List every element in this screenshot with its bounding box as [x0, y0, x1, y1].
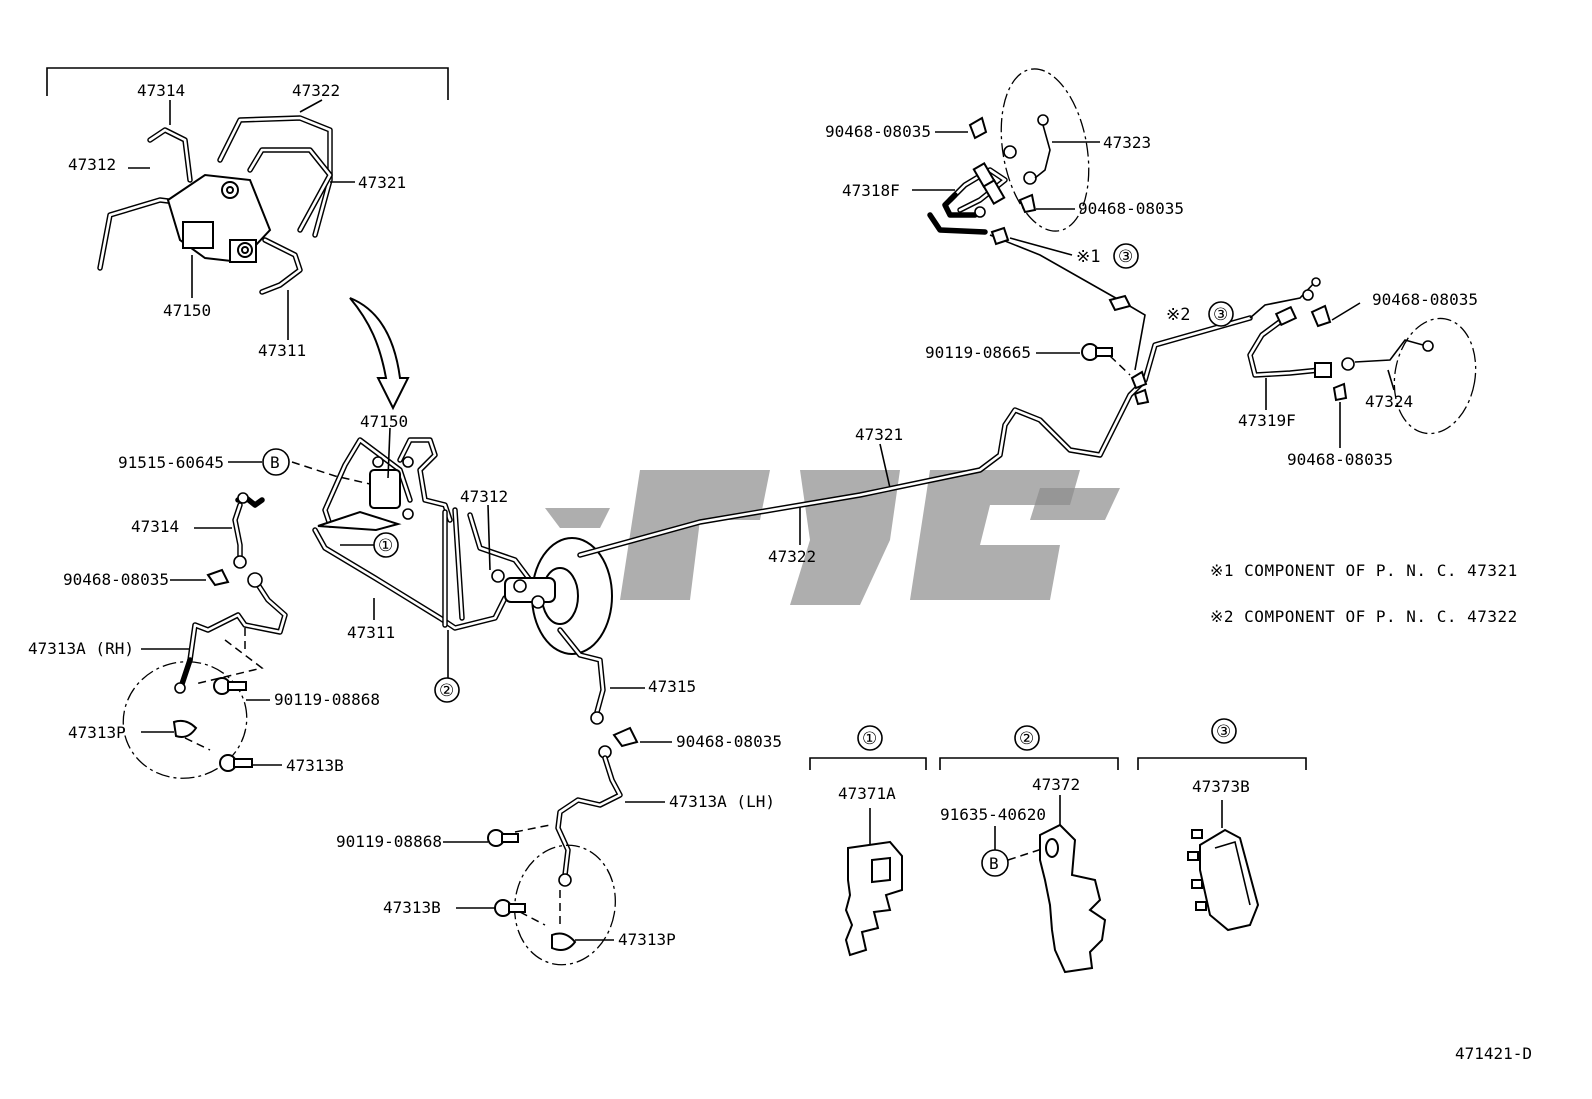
svg-text:②: ②: [439, 681, 454, 701]
label-90468-tr1: 90468-08035: [825, 122, 931, 141]
label-91635: 91635-40620: [940, 805, 1046, 824]
svg-text:①: ①: [862, 729, 877, 749]
label-47319f: 47319F: [1238, 411, 1296, 430]
label-47311-top: 47311: [258, 341, 306, 360]
label-47313a-lh: 47313A (LH): [669, 792, 775, 811]
label-91515: 91515-60645: [118, 453, 224, 472]
svg-text:③: ③: [1213, 305, 1228, 325]
label-90119-08665: 90119-08665: [925, 343, 1031, 362]
bracket-assembly-group: 47314 47322 47312 47321 47150 47311: [46, 67, 449, 360]
figure-id: 471421-D: [1455, 1044, 1532, 1063]
label-90468-r2: 90468-08035: [1287, 450, 1393, 469]
label-47150-mid: 47150: [360, 412, 408, 431]
label-47313b-lh: 47313B: [383, 898, 441, 917]
label-47322-top: 47322: [292, 81, 340, 100]
label-47373b: 47373B: [1192, 777, 1250, 796]
detail-clamp-2: ② 47372 91635-40620 B: [939, 725, 1119, 974]
label-47314-left: 47314: [131, 517, 179, 536]
watermark-logo: [545, 470, 1120, 605]
detail-clamp-3: ③ 47373B: [1137, 718, 1307, 932]
note-component-2: ※2 COMPONENT OF P. N. C. 47322: [1210, 607, 1518, 626]
svg-text:③: ③: [1216, 722, 1231, 742]
label-90468-lh: 90468-08035: [676, 732, 782, 751]
label-47324: 47324: [1365, 392, 1413, 411]
rear-hose-upper-group: 90468-08035 47323 47318F 90468-08035 ※1 …: [825, 68, 1184, 269]
label-47312-top: 47312: [68, 155, 116, 174]
label-90468-r1: 90468-08035: [1372, 290, 1478, 309]
label-47321-mid: 47321: [855, 425, 903, 444]
label-47312-mid: 47312: [460, 487, 508, 506]
star1-marker: ※1: [1076, 247, 1100, 267]
marker-circle-2: ②: [434, 677, 460, 703]
front-lh-hose-group: 90468-08035 47313A (LH) 90119-08868 4731…: [336, 726, 782, 966]
label-90468-tr2: 90468-08035: [1078, 199, 1184, 218]
rear-hose-right-group: ※2 ③ 90468-08035 47319F 47324 90468-0803…: [1166, 277, 1478, 469]
label-90468-left: 90468-08035: [63, 570, 169, 589]
front-rh-hose-group: 47314 90468-08035 47313A (RH) 90119-0886…: [28, 492, 380, 779]
svg-text:①: ①: [378, 536, 393, 556]
label-47321-top: 47321: [358, 173, 406, 192]
ref-b-marker-detail: B: [981, 849, 1009, 877]
note-component-1: ※1 COMPONENT OF P. N. C. 47321: [1210, 561, 1518, 580]
label-47318f: 47318F: [842, 181, 900, 200]
ref-b-marker: B: [262, 448, 290, 476]
label-47311-mid: 47311: [347, 623, 395, 642]
marker-circle-1: ①: [373, 532, 399, 558]
star2-marker: ※2: [1166, 305, 1190, 325]
detail-clamp-1: ① 47371A: [809, 725, 927, 957]
svg-text:B: B: [270, 453, 280, 472]
svg-text:B: B: [989, 854, 999, 873]
svg-text:③: ③: [1118, 247, 1133, 267]
label-90119-left: 90119-08868: [274, 690, 380, 709]
label-47313b-left: 47313B: [286, 756, 344, 775]
marker-circle-3-right: ③: [1208, 301, 1234, 327]
center-assembly-group: 47150 91515-60645 B 47312 ① 47311 ② 4732…: [118, 412, 903, 725]
label-47150-top: 47150: [163, 301, 211, 320]
main-tubes-group: 90119-08665: [577, 234, 1253, 558]
label-47315: 47315: [648, 677, 696, 696]
label-47314-top: 47314: [137, 81, 185, 100]
label-47313p-left: 47313P: [68, 723, 126, 742]
marker-circle-3-upper: ③: [1113, 243, 1139, 269]
label-47322-mid: 47322: [768, 547, 816, 566]
label-90119-lh: 90119-08868: [336, 832, 442, 851]
label-47372: 47372: [1032, 775, 1080, 794]
view-arrow: [349, 297, 410, 411]
label-47313p-lh: 47313P: [618, 930, 676, 949]
label-47313a-rh: 47313A (RH): [28, 639, 134, 658]
label-47371a: 47371A: [838, 784, 896, 803]
svg-text:②: ②: [1019, 729, 1034, 749]
label-47323: 47323: [1103, 133, 1151, 152]
